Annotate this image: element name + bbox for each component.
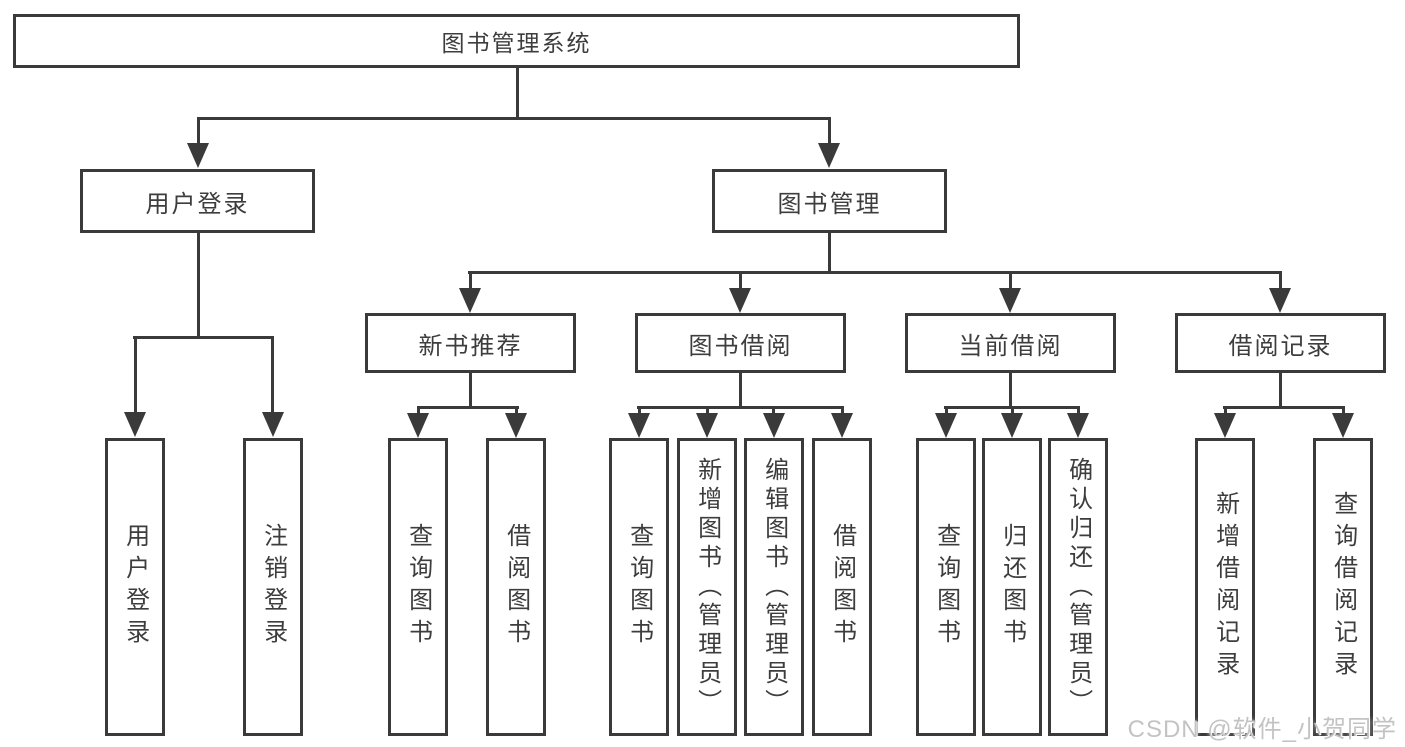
leaf-label: 查询图书 [932,523,960,651]
connector-user-login-stem [197,233,200,337]
arrowhead-icon [407,413,429,438]
leaf-logout: 注销登录 [243,438,303,736]
node-borrow-record: 借阅记录 [1175,313,1386,373]
leaf-label: 用户登录 [121,523,149,651]
arrowhead-icon [505,413,527,438]
node-new-book-recommend: 新书推荐 [365,313,576,373]
leaf-label: 查询图书 [625,523,653,651]
leaf-edit-books-admin: 编辑图书（管理员） [744,438,804,736]
node-label: 图书管理系统 [441,30,592,56]
node-label: 新书推荐 [418,332,523,360]
arrowhead-icon [1214,413,1236,438]
leaf-label: 借阅图书 [502,523,530,651]
arrowhead-icon [187,143,209,168]
connector-user-login-hline [133,336,274,339]
arrowhead-icon [1001,413,1023,438]
node-book-management: 图书管理 [712,169,947,233]
connector-current-stem [1009,373,1012,407]
connector-book-mgmt-child4-stem [1279,271,1282,293]
leaf-label: 新增借阅记录 [1211,491,1239,683]
leaf-add-books-admin: 新增图书（管理员） [677,438,737,736]
node-current-borrow: 当前借阅 [905,313,1116,373]
leaf-borrow-books-recommend: 借阅图书 [486,438,546,736]
connector-book-mgmt-hline [468,271,1282,274]
connector-borrow-stem [739,373,742,407]
leaf-label: 查询借阅记录 [1329,491,1357,683]
arrowhead-icon [459,288,481,313]
arrowhead-icon [262,412,284,437]
leaf-label: 新增图书（管理员） [693,456,721,718]
arrowhead-icon [124,412,146,437]
arrowhead-icon [628,413,650,438]
connector-current-child2-stem [1011,406,1014,418]
connector-record-child2-stem [1342,406,1345,418]
connector-borrow-child4-stem [841,406,844,418]
leaf-query-books-recommend: 查询图书 [388,438,448,736]
leaf-return-books: 归还图书 [982,438,1042,736]
node-library-management-system: 图书管理系统 [13,14,1020,68]
leaf-add-borrow-record: 新增借阅记录 [1195,438,1255,736]
leaf-borrow-books: 借阅图书 [812,438,872,736]
leaf-label: 借阅图书 [828,523,856,651]
leaf-label: 编辑图书（管理员） [760,456,788,718]
connector-book-mgmt-stem [828,233,831,272]
connector-current-child1-stem [945,406,948,418]
leaf-user-login: 用户登录 [105,438,165,736]
leaf-query-books-current: 查询图书 [916,438,976,736]
connector-book-mgmt-child1-stem [469,271,472,293]
arrowhead-icon [1332,413,1354,438]
connector-user-login-child2-stem [271,336,274,414]
leaf-confirm-return-admin: 确认归还（管理员） [1048,438,1108,736]
leaf-label: 确认归还（管理员） [1064,456,1092,718]
node-label: 图书管理 [777,190,882,218]
leaf-label: 归还图书 [998,523,1026,651]
arrowhead-icon [1067,413,1089,438]
node-book-borrow: 图书借阅 [635,313,846,373]
leaf-query-borrow-record: 查询借阅记录 [1313,438,1373,736]
connector-root-left-stem [197,117,200,145]
connector-borrow-child2-stem [706,406,709,418]
connector-current-child3-stem [1077,406,1080,418]
node-user-login: 用户登录 [80,169,315,233]
arrowhead-icon [696,413,718,438]
arrowhead-icon [935,413,957,438]
arrowhead-icon [831,413,853,438]
connector-root-right-stem [828,117,831,145]
connector-user-login-child1-stem [134,336,137,414]
connector-record-stem [1279,373,1282,407]
leaf-label: 注销登录 [259,523,287,651]
node-label: 图书借阅 [688,332,793,360]
connector-recommend-child2-stem [515,406,518,418]
arrowhead-icon [1269,288,1291,313]
csdn-watermark: CSDN @软件_小贺同学 [1127,716,1397,743]
connector-recommend-stem [469,373,472,407]
connector-root-hline [197,117,831,120]
connector-book-mgmt-child2-stem [739,271,742,293]
connector-record-child1-stem [1224,406,1227,418]
leaf-query-books-borrow: 查询图书 [609,438,669,736]
connector-borrow-child1-stem [638,406,641,418]
connector-recommend-child1-stem [417,406,420,418]
node-label: 当前借阅 [958,332,1063,360]
arrowhead-icon [729,288,751,313]
node-label: 用户登录 [145,190,250,218]
arrowhead-icon [999,288,1021,313]
arrowhead-icon [763,413,785,438]
connector-borrow-child3-stem [772,406,775,418]
connector-root-stem [516,68,519,118]
connector-book-mgmt-child3-stem [1009,271,1012,293]
connector-borrow-hline [637,406,844,409]
connector-recommend-hline [417,406,519,409]
connector-record-hline [1223,406,1345,409]
arrowhead-icon [818,143,840,168]
leaf-label: 查询图书 [404,523,432,651]
node-label: 借阅记录 [1228,332,1333,360]
